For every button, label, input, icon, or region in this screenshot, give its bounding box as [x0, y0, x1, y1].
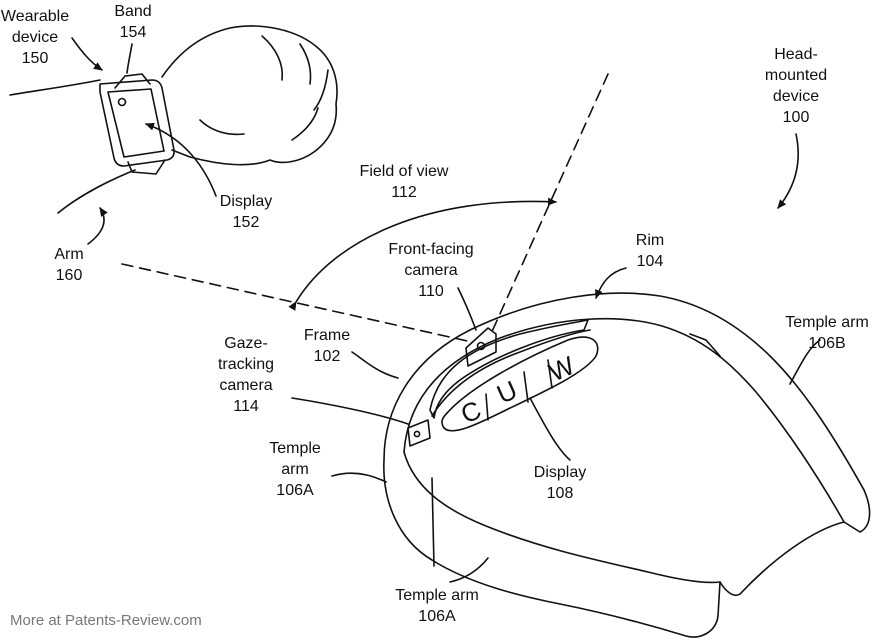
arm-lower-outline [57, 169, 136, 214]
gaze-camera-lens [413, 430, 421, 438]
watch-screen [107, 88, 165, 158]
watch-case [99, 79, 175, 167]
seam-left [431, 477, 435, 567]
finger-line-3 [291, 107, 319, 141]
leader-rim [595, 267, 627, 299]
band-inner-front [403, 451, 721, 584]
leader-arm [87, 207, 108, 245]
label-display-108: Display 108 [533, 464, 587, 502]
leader-gaze-tracking-camera [291, 397, 409, 425]
head-mounted-device [383, 292, 871, 638]
hand-outline [161, 25, 338, 166]
label-band: Band 154 [114, 3, 152, 41]
label-wearable-device: Wearable device 150 [0, 8, 70, 67]
gaze-tracking-camera [407, 419, 431, 447]
fov-line-diagonal [489, 73, 609, 337]
display-glyph-c: C [456, 394, 485, 429]
label-display-152: Display 152 [219, 193, 273, 231]
leader-display-152 [145, 122, 217, 197]
temple-arm-right-end [843, 489, 871, 533]
leader-temple-arm-106b [789, 339, 821, 385]
watch-band-bottom [127, 159, 166, 175]
display-visor-outer [429, 319, 589, 419]
glyph-sep-2 [523, 371, 529, 403]
leader-head-mounted-device [777, 133, 799, 209]
leader-frame [351, 351, 399, 379]
label-temple-arm-106a-bottom: Temple arm 106A [395, 587, 479, 625]
front-facing-camera [465, 327, 497, 367]
label-temple-arm-106b: Temple arm 106B [785, 314, 869, 352]
display-glyph-w: W [544, 350, 579, 388]
finger-line-1 [299, 43, 312, 85]
leader-wearable [71, 37, 103, 71]
field-of-view-arc [288, 197, 557, 311]
leader-temple-arm-106a-left [331, 472, 387, 483]
leader-display-108 [529, 397, 571, 461]
label-temple-arm-106a-left: Temple arm 106A [269, 440, 321, 499]
knuckle-line [261, 35, 284, 81]
label-field-of-view: Field of view 112 [359, 163, 449, 201]
leader-band [126, 43, 133, 74]
rim-outer-top [383, 292, 865, 491]
temple-arm-right-inner [739, 521, 845, 595]
thumb-line [199, 119, 245, 136]
glyph-sep-1 [485, 393, 489, 421]
label-head-mounted-device: Head- mounted device 100 [764, 46, 828, 126]
camera-lens [476, 341, 486, 351]
band-outer-left [383, 459, 721, 638]
label-frame: Frame 102 [303, 327, 351, 365]
temple-arm-right-lower [719, 581, 741, 597]
label-front-facing-camera: Front-facing camera 110 [388, 241, 474, 300]
watermark: More at Patents-Review.com [10, 612, 202, 629]
seam-right [689, 333, 721, 357]
display-pill [441, 336, 599, 432]
label-gaze-tracking-camera: Gaze- tracking camera 114 [217, 335, 275, 415]
label-rim: Rim 104 [635, 232, 665, 270]
display-visor-plate [431, 329, 591, 417]
rim-inner-top [403, 317, 845, 523]
leader-temple-arm-106a-bottom [449, 557, 489, 583]
glyph-sep-3 [547, 359, 553, 389]
arm-upper-outline [9, 79, 101, 96]
leader-front-facing-camera [457, 287, 477, 331]
label-arm: Arm 160 [54, 246, 84, 284]
arm-with-wearable [9, 25, 338, 214]
watch-button [117, 97, 127, 107]
finger-line-2 [313, 69, 329, 111]
